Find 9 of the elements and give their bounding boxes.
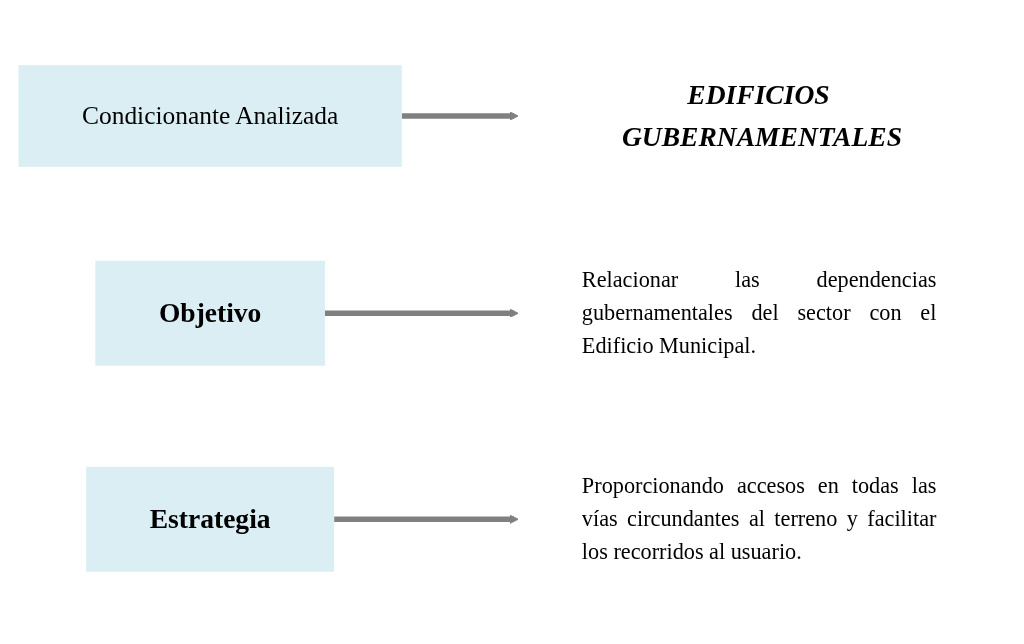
node-text: EDIFICIOS GUBERNAMENTALES bbox=[621, 79, 902, 152]
arrow bbox=[401, 111, 519, 121]
arrow bbox=[324, 308, 519, 318]
node-box: Condicionante Analizada bbox=[18, 65, 402, 167]
node-text: Proporcionando accesos en todas las vías circundantes al terreno y facilitar los recorridos al usuario. bbox=[581, 472, 937, 565]
node-box: Objetivo bbox=[95, 260, 325, 366]
node-text: Relacionar las dependencias gubernamentales del sector con el Edificio Municipal. bbox=[581, 266, 937, 359]
node-box: Estrategia bbox=[86, 466, 335, 572]
arrow bbox=[334, 514, 519, 524]
